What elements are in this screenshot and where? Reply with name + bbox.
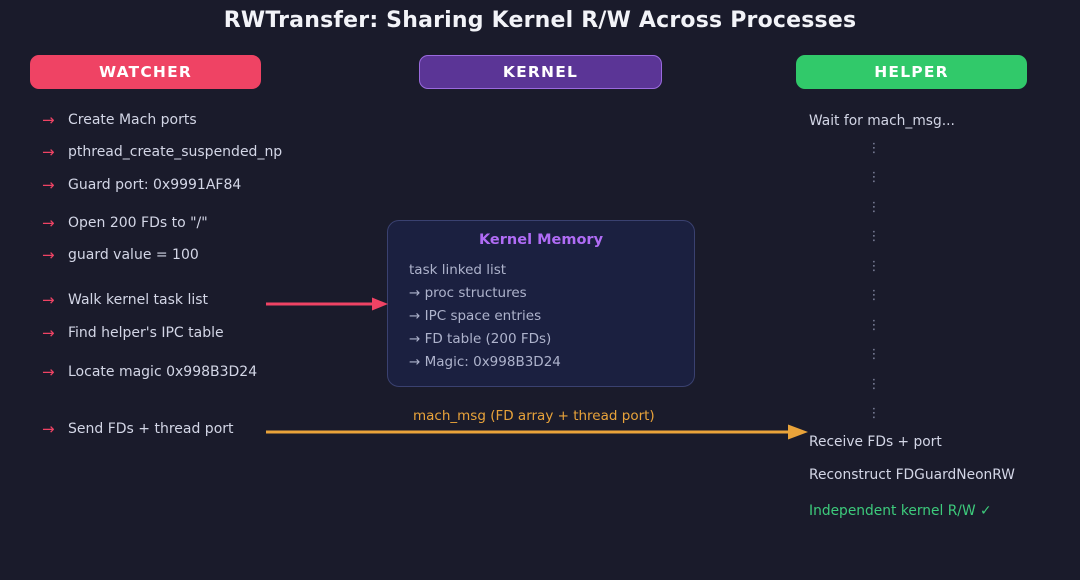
kernel-memory-title: Kernel Memory [478,232,604,248]
watcher-step-6: → Walk kernel task list [42,292,208,308]
watcher-step-7-label: Find helper's IPC table [68,325,224,341]
watcher-step-1-label: Create Mach ports [68,112,197,128]
lifeline-dot-group: ⋮ [867,170,881,186]
arrow-right-icon: → [42,245,55,264]
lane-header-kernel: KERNEL [419,55,662,89]
helper-step-wait: Wait for mach_msg... [809,113,955,129]
kernel-memory-box: Kernel Memory task linked list → proc st… [387,220,695,387]
lifeline-dot-group: ⋮ [867,376,881,392]
watcher-step-9: → Send FDs + thread port [42,421,234,437]
kernel-memory-line: → FD table (200 FDs) [409,331,552,347]
watcher-step-1: → Create Mach ports [42,112,197,128]
lifeline-dot-group: ⋮ [867,141,881,156]
watcher-step-5-label: guard value = 100 [68,247,199,263]
helper-step-reconstruct: Reconstruct FDGuardNeonRW [809,467,1015,483]
lifeline-dot-group: ⋮ [867,317,881,333]
watcher-step-8: → Locate magic 0x998B3D24 [42,364,257,380]
watcher-step-7: → Find helper's IPC table [42,325,224,341]
lifeline-dot-group: ⋮ [867,229,881,245]
arrow-right-icon: → [42,290,55,309]
lifeline-dot-group: ⋮ [867,405,881,421]
arrow-right-icon: → [42,213,55,232]
page-title: RWTransfer: Sharing Kernel R/W Across Pr… [223,8,857,33]
lane-header-helper: HELPER [796,55,1027,89]
kernel-memory-line: task linked list [409,262,507,278]
kernel-memory-line-list: task linked list → proc structures → IPC… [388,259,694,374]
mach-msg-arrow [266,424,808,440]
lane-header-watcher: WATCHER [30,55,261,89]
arrow-right-icon: → [42,323,55,342]
lane-header-helper-label: HELPER [874,63,949,81]
helper-lifeline-dotted: ⋮ ⋮ ⋮ ⋮ ⋮ ⋮ ⋮ ⋮ ⋮ ⋮ [866,142,882,420]
lifeline-dot-group: ⋮ [867,258,881,274]
watcher-step-3: → Guard port: 0x9991AF84 [42,177,241,193]
watcher-step-3-label: Guard port: 0x9991AF84 [68,177,242,193]
lane-header-kernel-label: KERNEL [502,63,579,81]
lifeline-dot-group: ⋮ [867,288,881,304]
arrow-right-icon: → [42,175,55,194]
watcher-step-9-label: Send FDs + thread port [68,421,234,437]
watcher-step-4: → Open 200 FDs to "/" [42,215,208,231]
lifeline-dot-group: ⋮ [867,199,881,215]
kernel-memory-line: → IPC space entries [409,308,542,324]
kernel-memory-line: → Magic: 0x998B3D24 [409,354,561,370]
mach-msg-arrow-label: mach_msg (FD array + thread port) [413,408,655,424]
arrow-right-icon: → [42,419,55,438]
helper-step-receive: Receive FDs + port [809,434,942,450]
watcher-to-kernel-arrow [266,297,388,311]
watcher-step-4-label: Open 200 FDs to "/" [68,215,208,231]
arrow-right-icon: → [42,362,55,381]
arrow-right-icon: → [42,110,55,129]
lane-header-watcher-label: WATCHER [98,63,193,81]
watcher-step-5: → guard value = 100 [42,247,199,263]
kernel-memory-line: → proc structures [409,285,527,301]
watcher-step-6-label: Walk kernel task list [68,292,209,308]
watcher-step-2: → pthread_create_suspended_np [42,144,282,160]
lifeline-dot-group: ⋮ [867,347,881,363]
watcher-step-2-label: pthread_create_suspended_np [68,144,283,160]
watcher-step-8-label: Locate magic 0x998B3D24 [68,364,258,380]
arrow-right-icon: → [42,142,55,161]
helper-step-independent-rw: Independent kernel R/W ✓ [809,503,992,519]
